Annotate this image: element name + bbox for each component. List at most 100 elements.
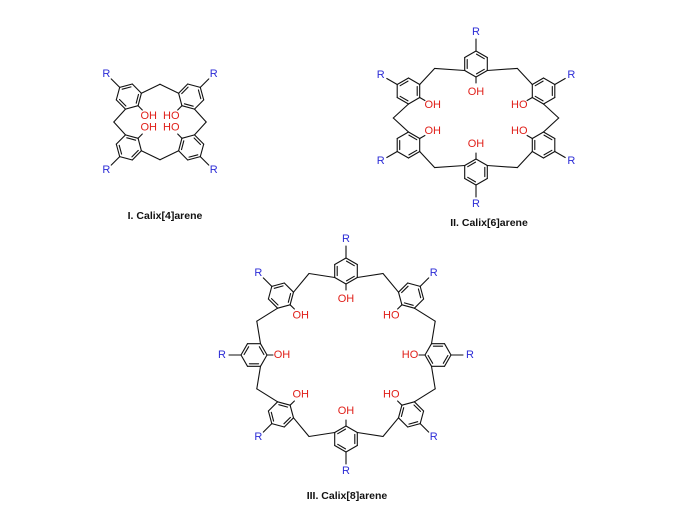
aromatic-ring-bond	[345, 276, 358, 285]
substituent-r-label: R	[466, 349, 474, 361]
aromatic-ring-bond	[267, 285, 273, 300]
methylene-bridge-bond	[430, 320, 436, 345]
aromatic-ring-bond	[396, 150, 410, 159]
substituent-bond	[554, 77, 566, 86]
aromatic-ring-bond	[271, 282, 285, 287]
aromatic-ring-bond	[475, 158, 488, 167]
methylene-bridge-bond	[159, 150, 180, 161]
methylene-bridge-bond	[392, 103, 410, 119]
aromatic-ring-bond	[542, 131, 556, 140]
substituent-r-label: R	[430, 431, 438, 443]
aromatic-ring-bond	[407, 77, 421, 86]
aromatic-ring-bond	[178, 83, 189, 94]
hydroxyl-label: OH	[292, 309, 309, 321]
aromatic-double-bond	[543, 134, 553, 141]
aromatic-ring-bond	[464, 50, 477, 59]
substituent-r-label: R	[102, 68, 110, 80]
substituent-bond	[419, 423, 430, 433]
methylene-bridge-bond	[356, 431, 384, 438]
methylene-bridge-bond	[434, 67, 466, 72]
aromatic-double-bond	[197, 89, 202, 100]
aromatic-ring-bond	[193, 134, 205, 145]
aromatic-double-bond	[183, 103, 194, 107]
hydroxyl-label: OH	[338, 293, 355, 305]
aromatic-double-bond	[467, 161, 477, 168]
aromatic-ring-bond	[407, 282, 421, 287]
aromatic-ring-bond	[131, 150, 142, 161]
hydroxyl-bond	[177, 133, 183, 139]
hydroxyl-label: OH	[338, 405, 355, 417]
aromatic-ring-bond	[267, 298, 279, 309]
aromatic-double-bond	[258, 346, 265, 356]
aromatic-ring-bond	[199, 143, 205, 158]
aromatic-double-bond	[121, 86, 132, 90]
substituent-bond	[554, 150, 566, 159]
substituent-r-label: R	[377, 69, 385, 81]
methylene-bridge-bond	[193, 108, 207, 123]
aromatic-ring-bond	[259, 343, 268, 356]
aromatic-ring-bond	[271, 423, 285, 428]
aromatic-ring-bond	[283, 417, 295, 428]
aromatic-double-bond	[283, 416, 291, 425]
hydroxyl-label: HO	[511, 125, 528, 137]
aromatic-ring-bond	[443, 354, 452, 367]
aromatic-double-bond	[345, 275, 355, 282]
methylene-bridge-bond	[113, 121, 127, 136]
aromatic-ring-bond	[475, 69, 488, 78]
aromatic-ring-bond	[267, 401, 279, 412]
methylene-bridge-bond	[308, 431, 336, 438]
aromatic-double-bond	[181, 86, 189, 95]
hydroxyl-bond	[137, 133, 143, 139]
aromatic-double-bond	[408, 149, 418, 156]
aromatic-double-bond	[273, 285, 284, 289]
methylene-bridge-bond	[382, 272, 400, 293]
aromatic-ring-bond	[475, 50, 488, 59]
aromatic-double-bond	[413, 404, 422, 412]
hydroxyl-label: OH	[140, 110, 157, 122]
aromatic-double-bond	[337, 428, 347, 435]
calix4-caption: I. Calix[4]arene	[128, 210, 203, 222]
aromatic-ring-bond	[419, 410, 425, 425]
aromatic-ring-bond	[119, 156, 133, 161]
hydroxyl-bond	[397, 304, 403, 310]
aromatic-double-bond	[408, 134, 418, 141]
aromatic-ring-bond	[119, 83, 133, 88]
aromatic-ring-bond	[124, 105, 139, 110]
substituent-r-label: R	[218, 349, 226, 361]
substituent-r-label: R	[342, 233, 350, 245]
methylene-bridge-bond	[542, 117, 560, 133]
aromatic-ring-bond	[424, 354, 433, 367]
aromatic-double-bond	[400, 407, 405, 418]
aromatic-double-bond	[399, 80, 409, 87]
substituent-r-label: R	[472, 26, 480, 38]
aromatic-ring-bond	[267, 410, 273, 425]
aromatic-ring-bond	[334, 276, 347, 285]
hydroxyl-bond	[289, 304, 295, 310]
aromatic-double-bond	[131, 149, 139, 158]
aromatic-ring-bond	[542, 77, 556, 86]
aromatic-ring-bond	[178, 150, 189, 161]
hydroxyl-label: OH	[274, 349, 291, 361]
methylene-bridge-bond	[159, 83, 180, 94]
aromatic-double-bond	[193, 137, 202, 146]
methylene-bridge-bond	[486, 67, 518, 72]
methylene-bridge-bond	[308, 272, 336, 279]
substituent-bond	[386, 77, 398, 86]
aromatic-ring-bond	[283, 282, 295, 293]
aromatic-double-bond	[403, 302, 414, 306]
aromatic-ring-bond	[289, 404, 295, 419]
substituent-bond	[419, 277, 430, 287]
aromatic-double-bond	[270, 298, 279, 306]
methylene-bridge-bond	[413, 307, 436, 322]
hydroxyl-bond	[526, 96, 533, 102]
hydroxyl-bond	[419, 134, 426, 140]
methylene-bridge-bond	[542, 103, 560, 119]
aromatic-double-bond	[534, 80, 544, 87]
aromatic-double-bond	[442, 354, 449, 364]
aromatic-double-bond	[270, 411, 275, 422]
calix8-caption: III. Calix[8]arene	[307, 490, 388, 502]
aromatic-ring-bond	[334, 425, 347, 434]
aromatic-ring-bond	[464, 69, 477, 78]
